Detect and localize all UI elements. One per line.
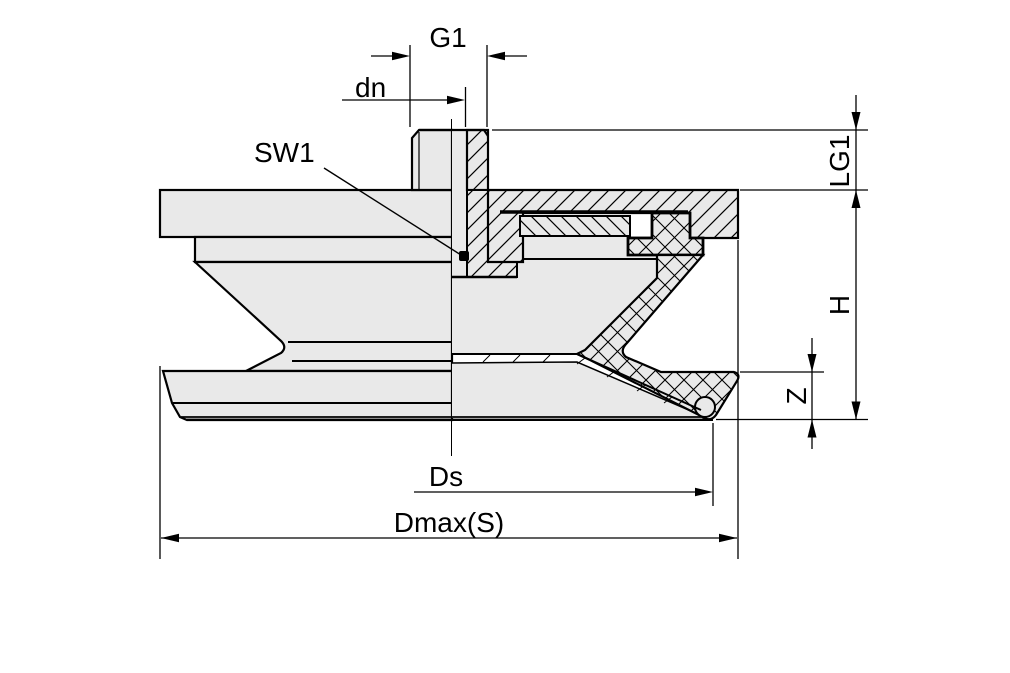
z-label: Z: [781, 387, 812, 404]
h-arrow-down: [851, 401, 861, 420]
cup-left-view: [158, 128, 454, 422]
slot-bottom-edge: [523, 258, 658, 278]
z-arrow-up: [807, 419, 817, 438]
interior-void: [452, 259, 657, 354]
h-label: H: [824, 295, 855, 315]
dmax-arrow-left: [161, 533, 179, 543]
bellows-body-view: [192, 260, 454, 373]
top-plate-view: [158, 188, 454, 239]
ds-arrow: [695, 487, 713, 497]
g1-arrow-left: [487, 51, 505, 61]
sw1-marker-dot: [459, 251, 469, 261]
lg1-arrow-down: [851, 112, 861, 130]
membrane-hatch-ticks: [482, 354, 673, 404]
lg1-label: LG1: [824, 135, 855, 188]
dmax-label: Dmax(S): [394, 507, 504, 538]
g1-extension-lines: [409, 45, 488, 127]
insert-slot-gap: [523, 236, 657, 259]
cup-left-view-edges: [173, 132, 452, 404]
dimension-z: Z: [740, 338, 824, 449]
sealing-lip-view: [161, 369, 454, 422]
sw1-label: SW1: [254, 137, 315, 168]
insert-plate-section: [519, 215, 631, 237]
second-plate-view: [193, 235, 454, 264]
dimension-lg1: LG1: [492, 95, 868, 420]
cup-bottom-edges: [181, 416, 713, 421]
dimension-g1: G1: [371, 22, 527, 127]
dn-arrow: [447, 95, 465, 105]
dimension-ds: Ds: [414, 423, 714, 506]
sw1-leader-line: [323, 167, 462, 256]
ds-label: Ds: [429, 461, 463, 492]
fitting-stud-section: [465, 128, 490, 192]
membrane-top-edge: [452, 353, 702, 411]
fitting-bore: [452, 130, 467, 277]
dmax-arrow-right: [719, 533, 737, 543]
g1-arrow-right: [392, 51, 410, 61]
lip-far-surface: [452, 362, 703, 418]
lg1-arrow-up: [851, 190, 861, 208]
dimension-h: H: [716, 295, 868, 421]
g1-label: G1: [429, 22, 466, 53]
dimension-dmax: Dmax(S): [159, 240, 739, 559]
cup-right-section: [419, 128, 740, 421]
callout-sw1: SW1: [254, 137, 469, 261]
membrane-section: [451, 353, 702, 415]
stud-top-edge: [419, 128, 489, 137]
fitting-stud-view: [410, 128, 454, 192]
z-arrow-down: [807, 354, 817, 372]
dn-label: dn: [355, 72, 386, 103]
membrane-bottom-edge: [451, 361, 699, 415]
dimension-dn: dn: [342, 72, 467, 127]
